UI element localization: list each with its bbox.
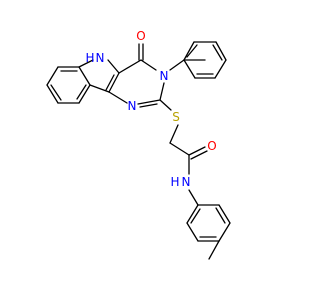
bond: [212, 44, 223, 61]
pyrrole-ring: [78, 59, 120, 93]
bond: [188, 146, 206, 156]
tolyl-ring: [186, 204, 231, 260]
bond: [108, 91, 128, 104]
bond: [186, 204, 199, 224]
thioacetamide-chain: [159, 99, 208, 206]
bond: [50, 84, 62, 101]
bond: [183, 59, 196, 79]
methyl-bond: [208, 240, 220, 260]
ring-n3-nitrogen-label: N: [160, 69, 169, 83]
bond: [169, 59, 185, 71]
bond: [107, 59, 120, 74]
ring-nh-nitrogen-label: N: [96, 51, 105, 65]
bond: [169, 142, 190, 156]
bond: [186, 222, 199, 242]
bond: [137, 99, 161, 105]
bond: [140, 59, 157, 71]
bond: [218, 222, 231, 242]
bond: [169, 124, 179, 144]
bond: [118, 59, 142, 74]
bond: [89, 84, 110, 93]
amide-hydrogen-label: H: [170, 175, 179, 189]
bond: [218, 204, 231, 224]
ring-n1-nitrogen-label: N: [128, 99, 137, 113]
bond: [186, 44, 198, 58]
amide-oxygen-label: O: [207, 139, 216, 153]
bond: [139, 103, 158, 108]
bond: [78, 84, 91, 104]
carbonyl-group: [138, 43, 144, 61]
carbonyl-oxygen-label: O: [136, 29, 145, 43]
bond: [159, 82, 165, 101]
bond: [76, 84, 87, 100]
sulfur-label: S: [172, 110, 180, 124]
bond: [105, 74, 115, 91]
bond: [190, 150, 208, 160]
molecule-structure-diagram: O N H N N S O N H: [46, 29, 231, 260]
amide-nitrogen-label: N: [182, 175, 191, 189]
bond: [188, 189, 199, 206]
bond: [215, 41, 227, 61]
bond: [108, 72, 120, 93]
bond: [46, 66, 59, 86]
phenyl-ring-n-substituent: [169, 41, 227, 79]
pyrimidinone-ring: [108, 59, 165, 108]
bond: [46, 84, 59, 104]
bond: [78, 66, 91, 86]
bond: [183, 41, 195, 61]
ring-nh-hydrogen-label: H: [85, 51, 94, 65]
bond: [215, 207, 226, 224]
atom-labels: O N H N N S O N H: [85, 29, 216, 189]
bond: [78, 59, 94, 68]
bond: [159, 99, 172, 111]
indole-benzene-ring: [46, 66, 91, 104]
bond: [190, 208, 201, 224]
bond: [214, 59, 227, 79]
